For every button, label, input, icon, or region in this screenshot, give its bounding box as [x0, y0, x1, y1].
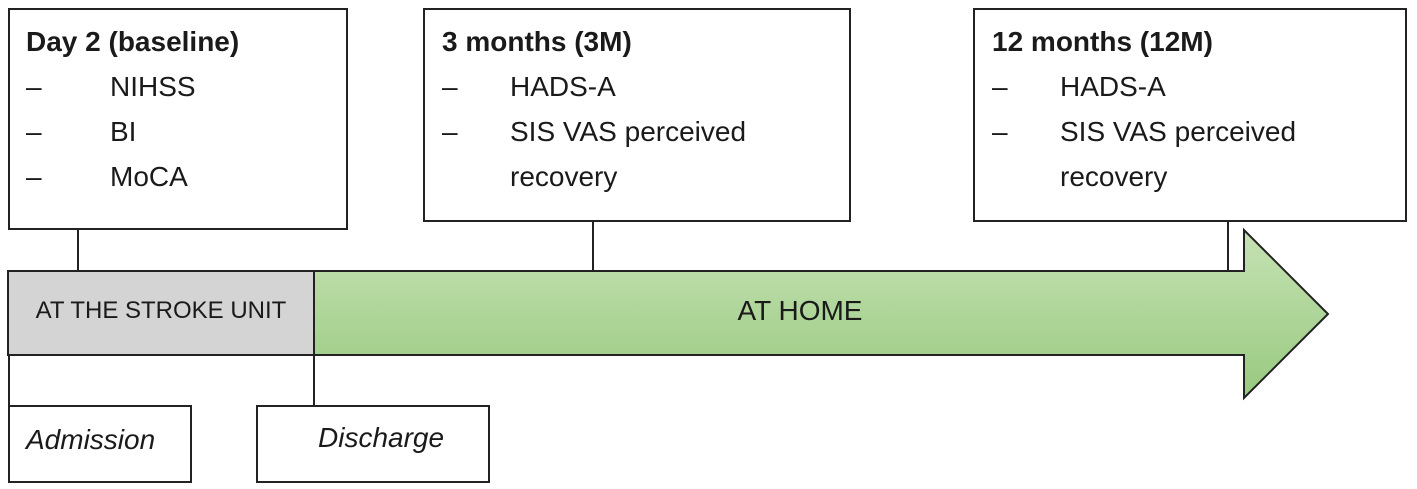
bullet-dash: –	[26, 116, 42, 147]
list-item: – NIHSS	[26, 64, 346, 109]
bullet-dash: –	[442, 71, 458, 102]
list-item: – MoCA	[26, 154, 346, 199]
baseline-measures-list: – NIHSS – BI – MoCA	[26, 64, 346, 199]
bullet-dash: –	[992, 71, 1008, 102]
three-months-title: 3 months (3M)	[442, 26, 632, 57]
twelve-months-measures-list: – HADS-A – SIS VAS perceived recovery	[992, 64, 1405, 199]
list-item: – SIS VAS perceived recovery	[992, 109, 1405, 199]
baseline-title: Day 2 (baseline)	[26, 26, 240, 57]
bullet-dash: –	[26, 71, 42, 102]
measure-label: SIS VAS perceived recovery	[1060, 116, 1297, 192]
measure-label: HADS-A	[510, 71, 616, 102]
bullet-dash: –	[442, 116, 458, 147]
admission-event-box: Admission	[8, 405, 192, 483]
discharge-event-box: Discharge	[256, 405, 490, 483]
measure-label: SIS VAS perceived recovery	[510, 116, 747, 192]
stroke-unit-phase-block	[7, 270, 315, 356]
bullet-dash: –	[26, 161, 42, 192]
list-item: – HADS-A	[992, 64, 1405, 109]
measure-label: MoCA	[110, 161, 188, 192]
twelve-months-title: 12 months (12M)	[992, 26, 1213, 57]
three-months-assessment-box: 3 months (3M) – HADS-A – SIS VAS perceived…	[423, 8, 851, 222]
measure-label: BI	[110, 116, 137, 147]
baseline-assessment-box: Day 2 (baseline) – NIHSS – BI – MoCA	[8, 8, 348, 230]
measure-label: HADS-A	[1060, 71, 1166, 102]
home-phase-label: AT HOME	[737, 295, 863, 326]
stroke-unit-phase-label: AT THE STROKE UNIT	[35, 297, 287, 324]
three-months-measures-list: – HADS-A – SIS VAS perceived recovery	[442, 64, 849, 199]
twelve-months-assessment-box: 12 months (12M) – HADS-A – SIS VAS perceiv…	[973, 8, 1407, 222]
list-item: – BI	[26, 109, 346, 154]
measure-label: NIHSS	[110, 71, 196, 102]
list-item: – SIS VAS perceived recovery	[442, 109, 849, 199]
list-item: – HADS-A	[442, 64, 849, 109]
home-phase-arrow	[312, 227, 1330, 401]
bullet-dash: –	[992, 116, 1008, 147]
